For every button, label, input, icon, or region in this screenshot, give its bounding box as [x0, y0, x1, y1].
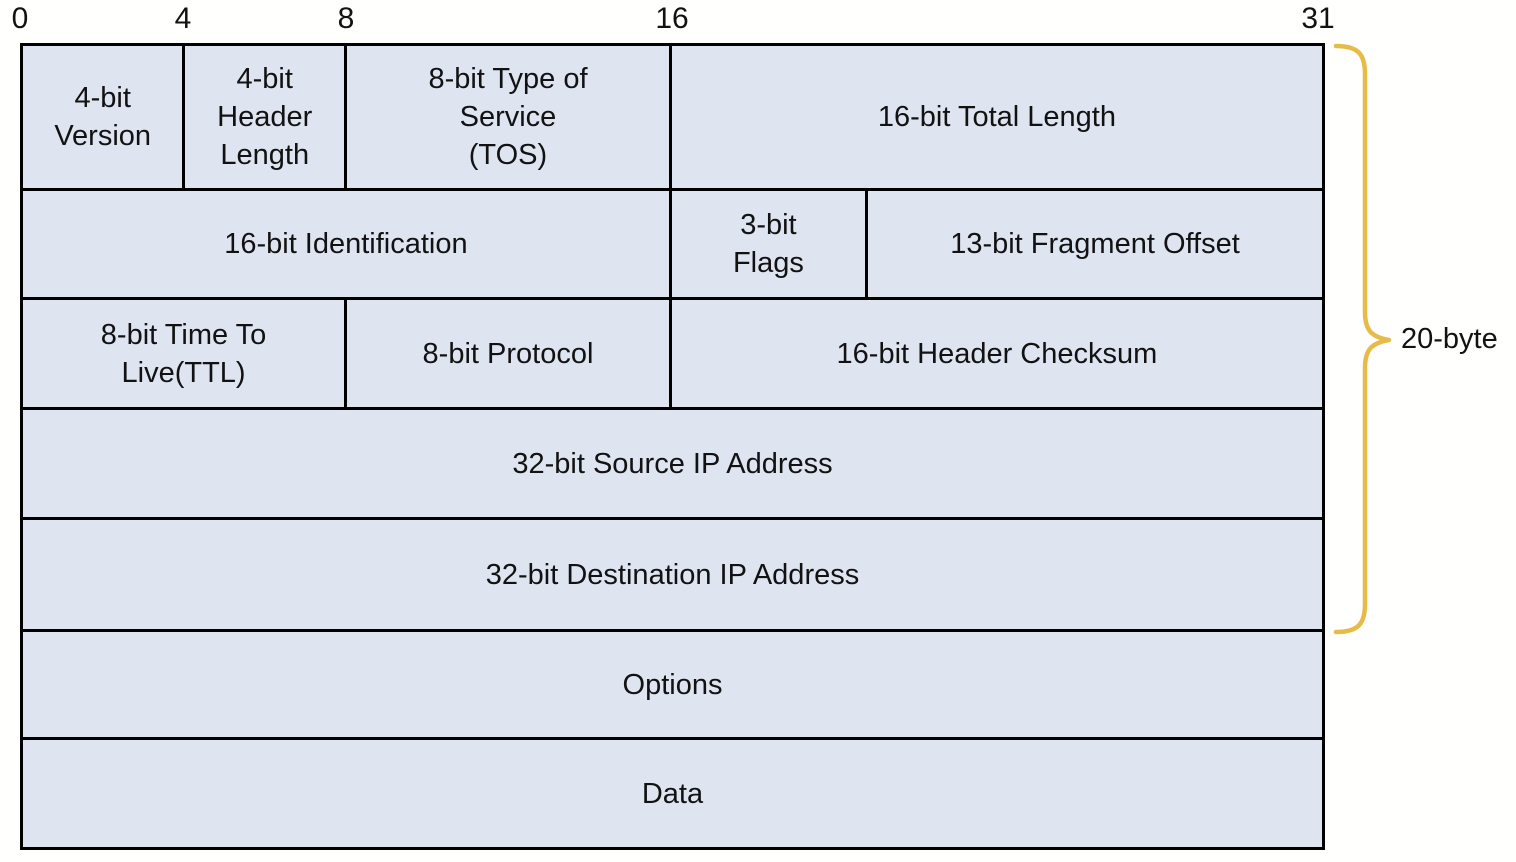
field-protocol: 8-bit Protocol: [347, 300, 672, 407]
bit-tick-16: 16: [655, 2, 689, 35]
table-row-data: Data: [23, 740, 1322, 847]
field-identification: 16-bit Identification: [23, 191, 672, 297]
header-field-table: 4-bit Version 4-bit Header Length 8-bit …: [20, 43, 1325, 850]
field-time-to-live: 8-bit Time To Live(TTL): [23, 300, 348, 407]
field-source-ip: 32-bit Source IP Address: [23, 410, 1322, 517]
curly-brace-icon: [1333, 43, 1392, 635]
field-destination-ip: 32-bit Destination IP Address: [23, 520, 1322, 629]
field-options: Options: [23, 632, 1322, 737]
field-version: 4-bit Version: [23, 46, 186, 188]
table-row-word4: 32-bit Destination IP Address: [23, 520, 1322, 632]
field-header-length: 4-bit Header Length: [185, 46, 348, 188]
byte-size-label: 20-byte: [1401, 323, 1498, 355]
table-row-word2: 8-bit Time To Live(TTL) 8-bit Protocol 1…: [23, 300, 1322, 410]
table-row-word3: 32-bit Source IP Address: [23, 410, 1322, 520]
field-total-length: 16-bit Total Length: [671, 46, 1322, 188]
field-data: Data: [23, 740, 1322, 847]
field-flags: 3-bit Flags: [671, 191, 868, 297]
table-row-options: Options: [23, 632, 1322, 740]
table-row-word0: 4-bit Version 4-bit Header Length 8-bit …: [23, 46, 1322, 191]
field-header-checksum: 16-bit Header Checksum: [671, 300, 1322, 407]
table-row-word1: 16-bit Identification 3-bit Flags 13-bit…: [23, 191, 1322, 300]
bit-tick-8: 8: [337, 2, 355, 35]
field-fragment-offset: 13-bit Fragment Offset: [867, 191, 1322, 297]
bit-tick-0: 0: [11, 2, 29, 35]
bit-tick-4: 4: [174, 2, 192, 35]
bit-tick-31: 31: [1301, 2, 1335, 35]
field-type-of-service: 8-bit Type of Service (TOS): [347, 46, 672, 188]
